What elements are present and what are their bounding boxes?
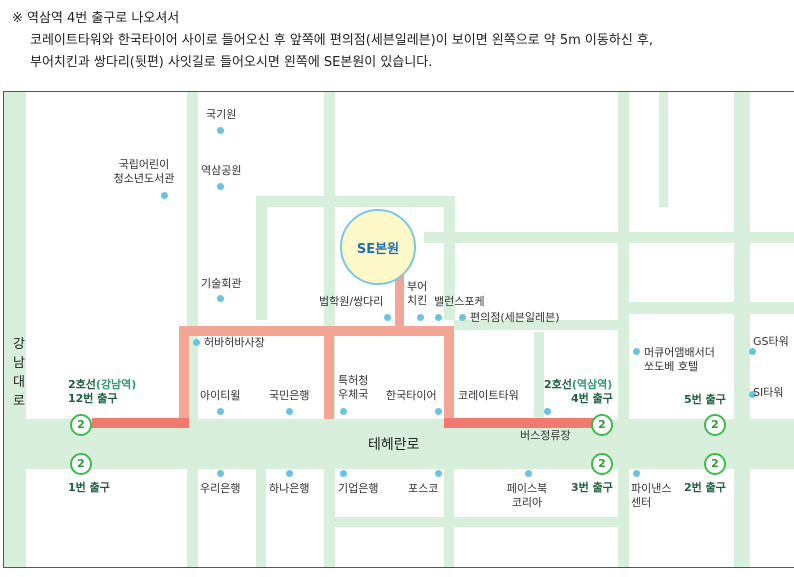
poi-posco: 포스코 — [408, 482, 439, 495]
poi-dot-habahaba — [193, 339, 200, 346]
poi-patent: 특허청 우체국 — [338, 374, 369, 401]
poi-dot-gs-tower — [749, 348, 756, 355]
route-h-upper — [179, 326, 454, 336]
directions-line-1: ※ 역삼역 4번 출구로 나오셔서 — [12, 11, 180, 26]
route-from-yeoksam-4 — [444, 418, 606, 428]
road-gangnam — [4, 92, 26, 567]
exit-gangnam-12-station: (강남역) — [95, 378, 137, 391]
poi-dot-balance — [435, 314, 442, 321]
street-gangnam-char: 남 — [13, 356, 25, 371]
poi-convenience: 편의점(세븐일레븐) — [470, 311, 560, 324]
poi-bus-stop: 버스정류장 — [520, 429, 571, 442]
poi-dot-court — [384, 314, 391, 321]
poi-habahaba: 허바허바사장 — [204, 336, 265, 349]
poi-itwill: 아이티윌 — [200, 389, 241, 402]
directions-text: ※ 역삼역 4번 출구로 나오셔서 코레이트타워와 한국타이어 사이로 들어오신… — [12, 8, 792, 74]
street-teheran-label: 테헤란로 — [368, 437, 420, 453]
poi-dot-kukgiwon — [217, 127, 224, 134]
poi-dot-hankook — [435, 408, 442, 415]
poi-hankook: 한국타이어 — [386, 389, 437, 402]
poi-dot-ibk — [340, 470, 347, 477]
directions-line-2: 코레이트타워와 한국타이어 사이로 들어오신 후 앞쪽에 편의점(세븐일레븐)이… — [30, 33, 653, 48]
poi-si-tower: SI타워 — [753, 386, 784, 399]
exit-gangnam-12-line: 2호선 — [68, 378, 96, 391]
road-v3 — [256, 196, 267, 320]
poi-library: 국립어린이 청소년도서관 — [112, 158, 176, 186]
street-gangnam-char: 대 — [13, 375, 25, 390]
exit-yeoksam-4-icon[interactable]: 2 — [591, 414, 613, 436]
road-v8 — [659, 92, 668, 207]
route-v-left — [179, 326, 189, 428]
destination-se-bonwon[interactable]: SE본원 — [340, 209, 416, 285]
poi-hana: 하나은행 — [269, 482, 310, 495]
exit-yeoksam-5-label: 5번 출구 — [684, 393, 726, 406]
street-gangnam-char: 강 — [13, 337, 25, 352]
route-v-mid — [324, 326, 334, 419]
poi-mercure: 머큐어앰배서더 쏘도베 호텔 — [644, 346, 715, 373]
poi-dot-tech-hall — [217, 295, 224, 302]
poi-dot-convenience — [459, 314, 466, 321]
poi-tech-hall: 기술회관 — [201, 277, 242, 290]
poi-kukgiwon: 국기원 — [206, 108, 237, 121]
poi-kb: 국민은행 — [269, 389, 310, 402]
exit-yeoksam-4-line: 2호선 — [544, 378, 572, 391]
poi-koreit: 코레이트타워 — [458, 389, 519, 402]
poi-dot-buer — [417, 314, 424, 321]
exit-gangnam-12-icon[interactable]: 2 — [70, 414, 92, 436]
road-h1 — [256, 196, 454, 207]
poi-gs-tower: GS타워 — [753, 335, 789, 348]
poi-dot-patent — [340, 408, 347, 415]
street-gangnam-char: 로 — [13, 394, 25, 409]
poi-dot-itwill — [217, 408, 224, 415]
exit-gangnam-12-label: 2호선(강남역) 12번 출구 — [68, 378, 136, 406]
destination-label: SE본원 — [356, 242, 400, 257]
route-v-right — [444, 326, 454, 428]
exit-yeoksam-2-icon[interactable]: 2 — [704, 453, 726, 475]
poi-dot-si-tower — [749, 391, 756, 398]
poi-dot-mercure — [633, 348, 640, 355]
road-h4 — [629, 302, 794, 314]
poi-dot-yeoksam-park — [217, 183, 224, 190]
road-h3 — [454, 320, 624, 330]
poi-dot-posco — [435, 470, 442, 477]
poi-court: 법학원/쌍다리 — [319, 295, 384, 308]
exit-gangnam-1-icon[interactable]: 2 — [70, 453, 92, 475]
poi-dot-kb — [286, 408, 293, 415]
poi-woori: 우리은행 — [200, 482, 241, 495]
poi-dot-facebook — [525, 470, 532, 477]
poi-dot-woori — [217, 470, 224, 477]
poi-facebook-text: 페이스북 코리아 — [506, 482, 548, 509]
poi-dot-library — [161, 192, 168, 199]
road-v7 — [534, 332, 544, 419]
exit-yeoksam-3-icon[interactable]: 2 — [591, 453, 613, 475]
exit-yeoksam-4-number: 4번 출구 — [571, 392, 613, 405]
poi-dot-koreit — [544, 408, 551, 415]
route-v-hq — [395, 242, 404, 326]
poi-buer: 부어 치킨 — [407, 280, 428, 307]
exit-gangnam-1-label: 1번 출구 — [68, 481, 110, 494]
exit-gangnam-12-number: 12번 출구 — [68, 392, 118, 405]
road-v9 — [256, 469, 266, 567]
exit-yeoksam-5-icon[interactable]: 2 — [704, 414, 726, 436]
poi-yeoksam-park: 역삼공원 — [201, 164, 242, 177]
exit-yeoksam-4-station: (역삼역) — [571, 378, 613, 391]
poi-facebook: 페이스북 코리아 — [502, 482, 552, 510]
poi-library-text: 국립어린이 청소년도서관 — [113, 158, 175, 185]
road-v6 — [734, 92, 750, 567]
route-from-gangnam-12 — [92, 418, 189, 428]
poi-dot-hana — [286, 470, 293, 477]
exit-yeoksam-2-label: 2번 출구 — [684, 481, 726, 494]
poi-balance: 밸런스포케 — [434, 295, 485, 308]
poi-finance: 파이낸스 센터 — [631, 482, 672, 509]
poi-dot-finance — [633, 470, 640, 477]
directions-line-3: 부어치킨과 쌍다리(뒷편) 사잇길로 들어오시면 왼쪽에 SE본원이 있습니다. — [30, 55, 433, 70]
poi-ibk: 기업은행 — [338, 482, 379, 495]
road-h2 — [424, 232, 794, 243]
road-h5 — [335, 517, 625, 527]
exit-yeoksam-3-label: 3번 출구 — [571, 481, 613, 494]
exit-yeoksam-4-label: 2호선(역삼역) 4번 출구 — [544, 378, 613, 406]
road-v4 — [444, 196, 455, 320]
